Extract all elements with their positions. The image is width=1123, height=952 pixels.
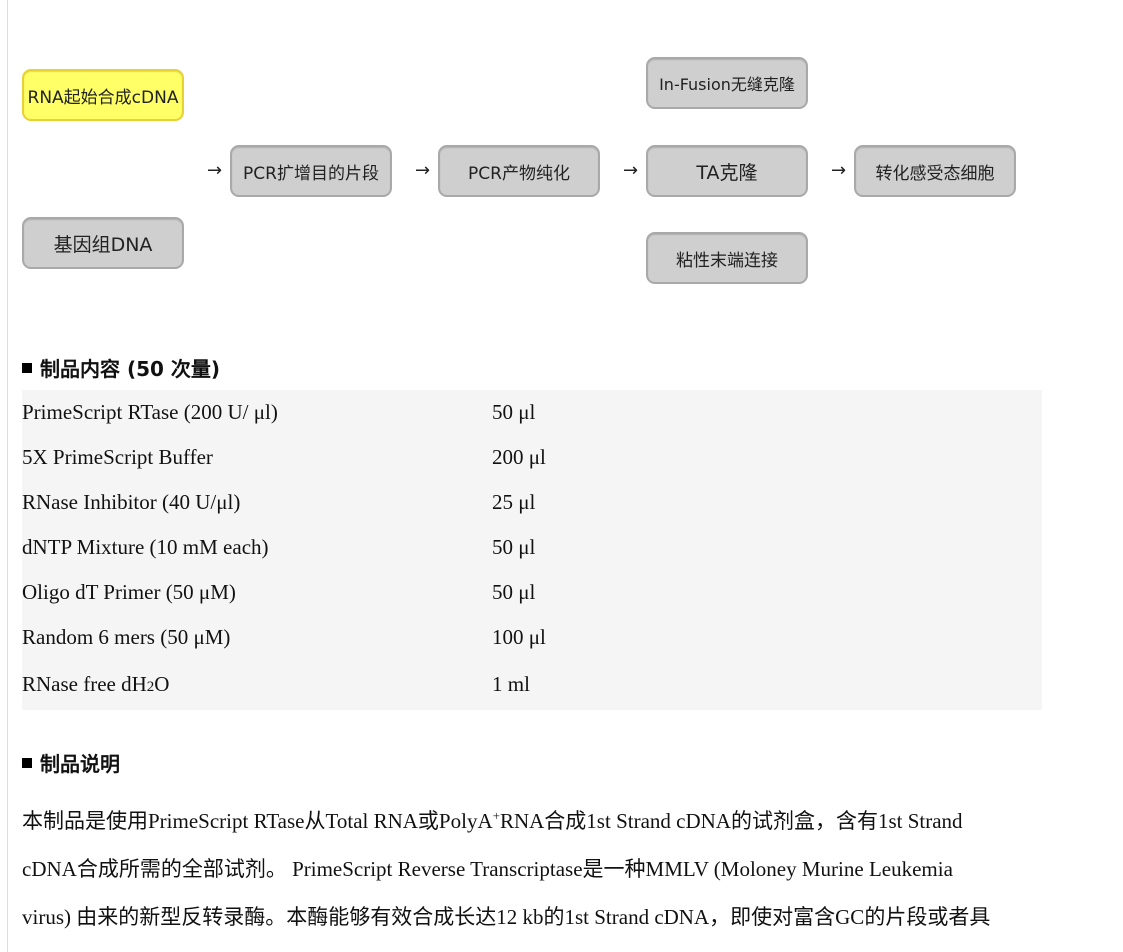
table-row: Oligo dT Primer (50 μM) 50 μl	[22, 570, 1042, 615]
reagent-amount: 200 μl	[492, 445, 546, 469]
contents-heading: 制品内容 (50 次量)	[22, 353, 220, 382]
table-row: Random 6 mers (50 μM) 100 μl	[22, 615, 1042, 660]
cloning-workflow-diagram: RNA起始合成cDNA 基因组DNA → PCR扩增目的片段 → PCR产物纯化…	[0, 0, 1123, 310]
flow-arrow-3: →	[623, 160, 639, 181]
reagent-name: PrimeScript RTase (200 U/ μl)	[22, 400, 278, 424]
contents-title: 制品内容 (50 次量)	[40, 357, 221, 381]
reagent-name-prefix: RNase free dH	[22, 672, 147, 696]
flow-node-transform: 转化感受态细胞	[854, 145, 1016, 197]
table-row: RNase Inhibitor (40 U/μl) 25 μl	[22, 480, 1042, 525]
square-bullet-icon	[22, 362, 32, 373]
contents-table: PrimeScript RTase (200 U/ μl) 50 μl 5X P…	[22, 390, 1042, 710]
description-line: cDNA合成所需的全部试剂。 PrimeScript Reverse Trans…	[22, 857, 953, 881]
flow-arrow-1: →	[207, 160, 223, 181]
reagent-name: 5X PrimeScript Buffer	[22, 445, 213, 469]
reagent-name: dNTP Mixture (10 mM each)	[22, 535, 269, 559]
description-line: virus) 由来的新型反转录酶。本酶能够有效合成长达12 kb的1st Str…	[22, 905, 991, 929]
description-paragraph: 本制品是使用PrimeScript RTase从Total RNA或PolyA+…	[22, 792, 1042, 941]
reagent-amount: 25 μl	[492, 490, 536, 514]
square-bullet-icon	[22, 757, 32, 768]
superscript-plus: +	[492, 808, 500, 823]
reagent-name: Oligo dT Primer (50 μM)	[22, 580, 236, 604]
flow-node-rna-cdna: RNA起始合成cDNA	[22, 69, 184, 121]
table-row: dNTP Mixture (10 mM each) 50 μl	[22, 525, 1042, 570]
reagent-name: Random 6 mers (50 μM)	[22, 625, 231, 649]
reagent-name-suffix: O	[154, 672, 170, 696]
description-title: 制品说明	[40, 752, 120, 776]
flow-node-pcr-amplify: PCR扩增目的片段	[230, 145, 392, 197]
reagent-name-subscript: 2	[146, 679, 155, 695]
reagent-amount: 1 ml	[492, 672, 530, 696]
reagent-name: RNase Inhibitor (40 U/μl)	[22, 490, 241, 514]
reagent-amount: 50 μl	[492, 400, 536, 424]
flow-node-sticky-end: 粘性末端连接	[646, 232, 808, 284]
flow-node-infusion: In-Fusion无缝克隆	[646, 57, 808, 109]
flow-node-pcr-purify: PCR产物纯化	[438, 145, 600, 197]
description-text: RNA合成1st Strand cDNA的试剂盒，含有1st Strand	[499, 809, 963, 833]
flow-node-ta-clone: TA克隆	[646, 145, 808, 197]
table-row: RNase free dH2O 1 ml	[22, 662, 1042, 707]
description-heading: 制品说明	[22, 748, 120, 777]
table-row: 5X PrimeScript Buffer 200 μl	[22, 435, 1042, 480]
description-line: 本制品是使用PrimeScript RTase从Total RNA或PolyA+…	[22, 792, 1042, 845]
reagent-name: RNase free dH2O	[22, 672, 169, 697]
reagent-amount: 50 μl	[492, 580, 536, 604]
description-text: 本制品是使用PrimeScript RTase从Total RNA或PolyA	[22, 809, 493, 833]
reagent-amount: 50 μl	[492, 535, 536, 559]
table-row: PrimeScript RTase (200 U/ μl) 50 μl	[22, 390, 1042, 435]
flow-arrow-2: →	[415, 160, 431, 181]
left-border	[0, 0, 8, 952]
flow-node-genomic-dna: 基因组DNA	[22, 217, 184, 269]
reagent-amount: 100 μl	[492, 625, 546, 649]
flow-arrow-4: →	[831, 160, 847, 181]
